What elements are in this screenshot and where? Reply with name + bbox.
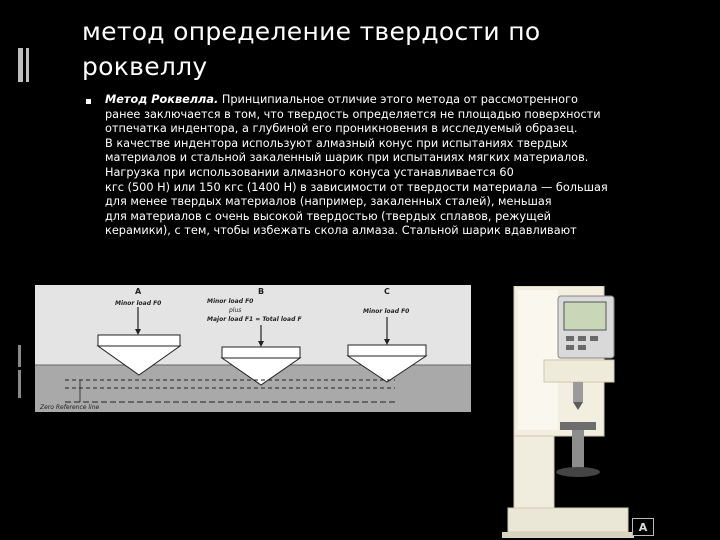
anvil (560, 422, 596, 430)
slide-title: метод определение твердости по роквеллу (82, 14, 702, 84)
arrowhead-c (384, 339, 390, 345)
panel-button (590, 336, 598, 341)
decorative-bar (18, 48, 23, 82)
title-line-1: метод определение твердости по (82, 17, 541, 46)
label-b: B (258, 287, 264, 296)
bullet-marker (86, 99, 91, 104)
body-line: Нагрузка при использовании алмазного кон… (105, 165, 514, 179)
b-load-caption-1: Minor load F0 (207, 298, 253, 305)
machine-head (543, 359, 615, 383)
c-load-caption: Minor load F0 (363, 308, 409, 315)
body-line: для материалов с очень высокой твердость… (105, 209, 552, 223)
label-a: A (135, 287, 142, 296)
indenter-c (346, 344, 428, 383)
hardness-tester-image (502, 286, 634, 538)
body-line: керамики), с тем, чтобы избежать скола а… (105, 224, 577, 238)
diagram-svg: A B C Minor load F0 Minor load F0 plus M… (35, 287, 471, 412)
indenter-b (220, 346, 302, 386)
body-line-0: Метод Роквелла. Принципиальное отличие э… (105, 93, 675, 108)
body-paragraph: Метод Роквелла. Принципиальное отличие э… (105, 93, 675, 239)
machine-base (507, 507, 629, 533)
panel-button (578, 336, 586, 341)
decorative-bar (18, 345, 21, 367)
zero-reference-label: Zero Reference line (39, 404, 100, 411)
handwheel (556, 467, 600, 477)
decorative-bar (26, 48, 29, 82)
a-load-caption: Minor load F0 (115, 300, 161, 307)
b-plus-caption: plus (228, 307, 241, 314)
indenter-spindle (573, 382, 583, 402)
body-line: ранее заключается в том, что твердость о… (105, 107, 601, 121)
decorative-bar (18, 370, 21, 398)
panel-button (578, 345, 586, 350)
arrowhead-a (135, 329, 141, 335)
title-line-2: роквеллу (82, 52, 208, 81)
lcd-screen (563, 301, 607, 331)
label-c: C (384, 287, 390, 296)
lead-rest: Принципиальное отличие этого метода от р… (218, 93, 578, 106)
logo-letter: A (639, 521, 648, 534)
body-line: для менее твердых материалов (например, … (105, 195, 552, 209)
indentation-diagram: A B C Minor load F0 Minor load F0 plus M… (35, 285, 471, 412)
body-line: материалов и стальной закаленный шарик п… (105, 151, 589, 165)
machine-foot (502, 532, 634, 538)
indenter-tip (573, 402, 583, 410)
arrowhead-b (258, 341, 264, 347)
body-line: отпечатка индентора, а глубиной его прон… (105, 122, 578, 136)
indenter-a (96, 334, 182, 376)
b-load-caption-2: Major load F1 = Total load F (207, 316, 302, 323)
elevating-screw (572, 430, 584, 470)
body-line: кгс (500 Н) или 150 кгс (1400 Н) в завис… (105, 180, 608, 194)
panel-button (566, 336, 574, 341)
watermark-logo-icon: A (632, 518, 654, 536)
panel-button (566, 345, 574, 350)
body-line: В качестве индентора используют алмазный… (105, 136, 568, 150)
lead-bold: Метод Роквелла. (105, 93, 219, 106)
